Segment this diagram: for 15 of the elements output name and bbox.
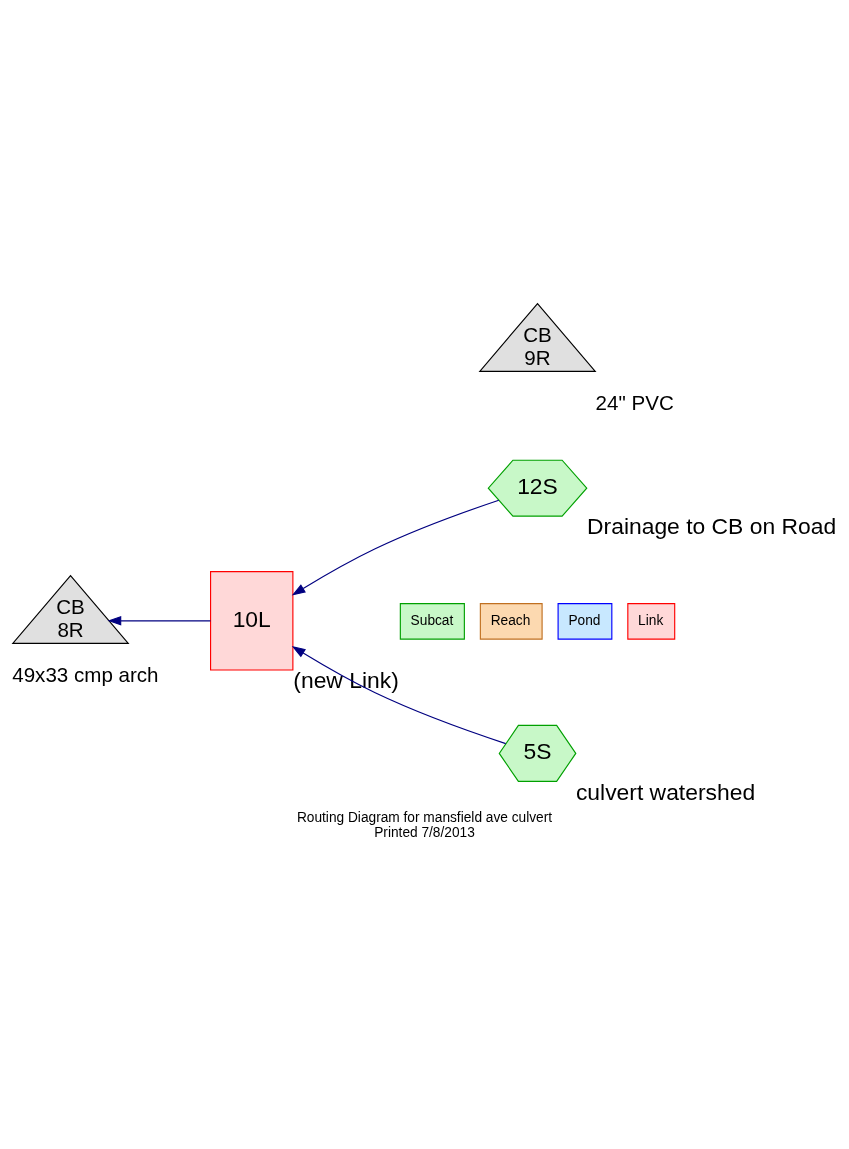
node-label: 24" PVC	[595, 391, 674, 415]
arrow	[291, 499, 500, 596]
legend-label: Subcat	[410, 612, 454, 628]
arrow	[291, 646, 507, 745]
node-label: Drainage to CB on Road	[587, 513, 837, 540]
caption: Printed 7/8/2013	[374, 824, 475, 840]
node-label: 49x33 cmp arch	[12, 663, 159, 687]
diagram-title: Routing Diagram for mansfield ave culvert	[296, 810, 553, 826]
arrow	[107, 616, 211, 626]
legend-label: Pond	[568, 612, 601, 628]
node-label: (new Link)	[293, 667, 399, 694]
node-label: culvert watershed	[575, 778, 756, 805]
node-box: 10L	[210, 571, 294, 671]
legend-label: Link	[638, 612, 664, 628]
legend-label: Reach	[490, 612, 531, 628]
